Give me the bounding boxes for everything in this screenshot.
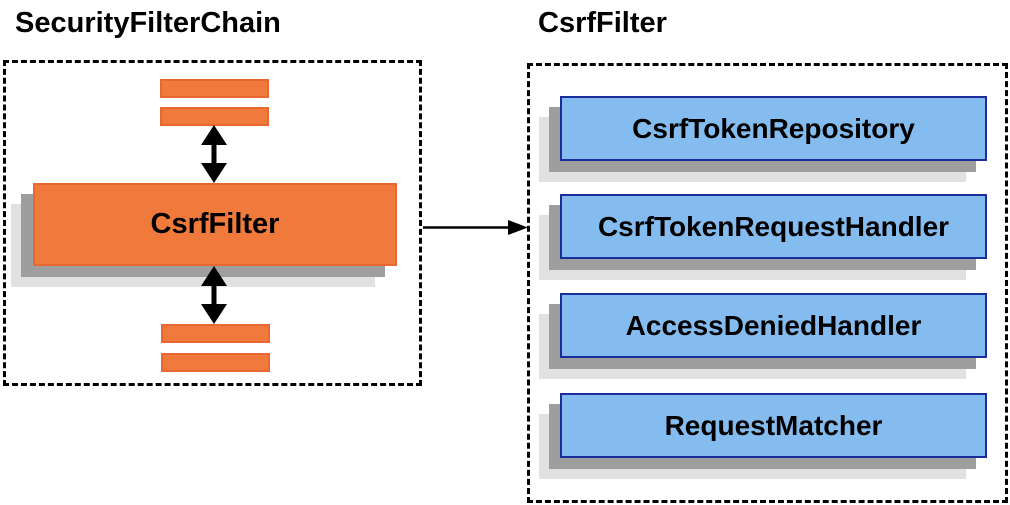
double-arrow-icon xyxy=(201,266,227,324)
flow-arrow-icon xyxy=(423,220,528,235)
security-filter-chain-container xyxy=(3,60,422,386)
component-label: AccessDeniedHandler xyxy=(625,309,922,341)
right-panel-title: CsrfFilter xyxy=(538,7,667,39)
filter-bar xyxy=(160,107,269,126)
component-box-csrf-token-repository: CsrfTokenRepository xyxy=(560,96,987,161)
csrf-filter-box-label: CsrfFilter xyxy=(150,208,280,240)
csrf-filter-box: CsrfFilter xyxy=(33,183,397,266)
component-box-access-denied-handler: AccessDeniedHandler xyxy=(560,293,987,358)
component-box-request-matcher: RequestMatcher xyxy=(560,393,987,458)
left-panel-title: SecurityFilterChain xyxy=(15,7,281,39)
component-label: CsrfTokenRequestHandler xyxy=(597,210,950,242)
component-label: CsrfTokenRepository xyxy=(632,112,915,144)
double-arrow-icon xyxy=(201,125,227,183)
component-label: RequestMatcher xyxy=(664,409,883,441)
component-box-csrf-token-request-handler: CsrfTokenRequestHandler xyxy=(560,194,987,259)
filter-bar xyxy=(160,79,269,98)
filter-bar xyxy=(161,353,270,372)
filter-bar xyxy=(161,324,270,343)
csrf-filter-container xyxy=(527,63,1008,503)
